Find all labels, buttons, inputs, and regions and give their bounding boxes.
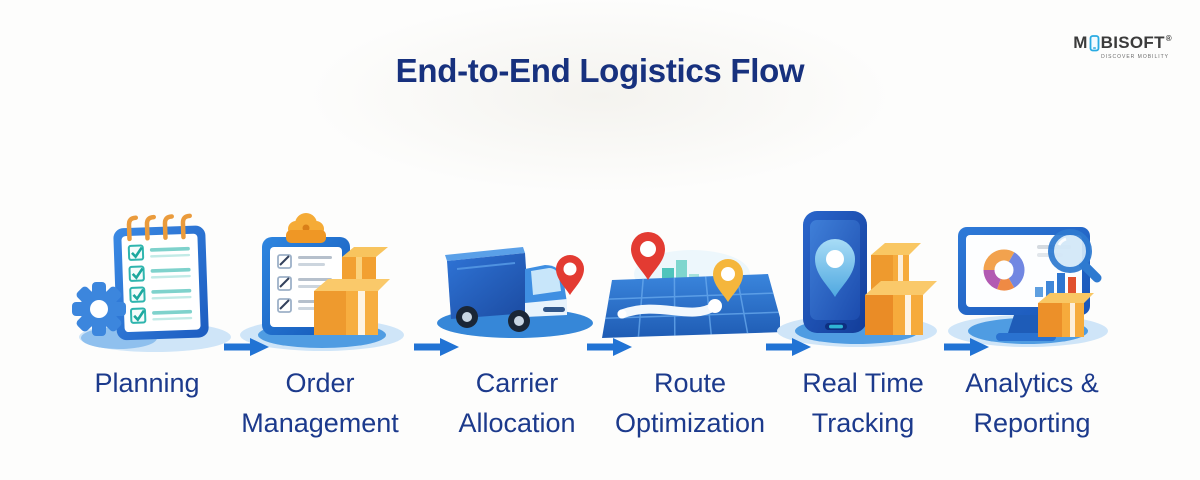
gear-icon — [72, 282, 126, 336]
delivery-truck — [445, 247, 567, 332]
phone-tracking-icon — [773, 197, 953, 359]
location-pin-red — [631, 232, 665, 280]
clipboard-checklist-gear-icon — [57, 197, 237, 359]
flow-arrow-icon — [224, 336, 270, 358]
gps-pin — [815, 239, 855, 297]
donut-chart — [983, 249, 1025, 291]
location-pin-yellow — [713, 259, 743, 302]
step-label-real-time-tracking: Real Time Tracking — [802, 368, 924, 438]
monitor-stand — [1008, 315, 1044, 333]
step-order-management: Order Management — [235, 197, 405, 443]
step-label-planning: Planning — [94, 368, 200, 398]
magnifier-icon — [1048, 229, 1102, 283]
step-analytics-reporting: Analytics & Reporting — [947, 197, 1117, 443]
mobisoft-logo-wordmark: M BISOFT ® — [1073, 33, 1172, 53]
step-real-time-tracking: Real Time Tracking — [777, 197, 948, 443]
location-pin-red — [556, 255, 584, 295]
flow-arrow-icon — [944, 336, 990, 358]
page-title: End-to-End Logistics Flow — [395, 52, 805, 89]
phone-icon — [1089, 34, 1100, 52]
package-box-front — [314, 279, 390, 335]
clipboard-packages-icon — [230, 197, 410, 359]
step-label-order-management: Order Management — [241, 368, 399, 438]
step-route-optimization: Route Optimization — [602, 197, 784, 443]
registered-mark: ® — [1165, 33, 1172, 43]
map — [602, 274, 784, 338]
smartphone — [803, 211, 867, 333]
checklist-rows — [127, 244, 193, 324]
flow-arrow-icon — [414, 336, 460, 358]
package-box-front — [865, 281, 937, 335]
step-planning: Planning — [62, 197, 232, 403]
flow-arrow-icon — [587, 336, 633, 358]
logo-tagline: DISCOVER MOBILITY — [1101, 54, 1169, 60]
mobisoft-logo: M BISOFT ® DISCOVER MOBILITY — [1073, 33, 1172, 60]
logo-rest: BISOFT — [1100, 33, 1165, 52]
logistics-flow-diagram: Planning — [0, 197, 1200, 457]
bar-chart — [1035, 273, 1076, 297]
clip — [286, 213, 326, 243]
step-label-route-optimization: Route Optimization — [614, 368, 766, 438]
step-label-carrier-allocation: Carrier Allocation — [458, 368, 576, 438]
truck-pin-icon — [427, 197, 607, 359]
flow-arrow-icon — [766, 336, 812, 358]
spiral-rings — [126, 213, 192, 242]
route-line — [617, 301, 720, 319]
notepad — [113, 213, 209, 341]
step-label-analytics-reporting: Analytics & Reporting — [965, 368, 1099, 438]
map-pins-icon — [600, 197, 784, 359]
step-carrier-allocation: Carrier Allocation — [432, 197, 602, 443]
logo-letter-m: M — [1073, 33, 1088, 52]
monitor-analytics-icon — [942, 197, 1122, 359]
package-box — [1038, 293, 1094, 337]
